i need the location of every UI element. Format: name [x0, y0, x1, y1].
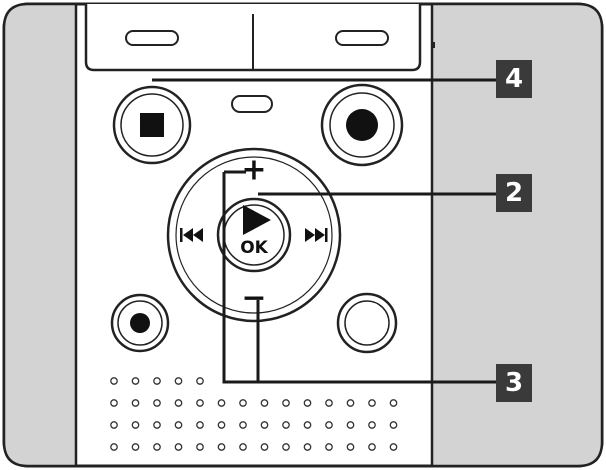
record-button[interactable] — [320, 83, 404, 167]
speaker-hole — [260, 421, 269, 429]
speaker-hole — [131, 399, 140, 407]
speaker-hole — [217, 443, 226, 451]
ok-label: OK — [240, 238, 268, 258]
right-softkey-button[interactable] — [335, 30, 389, 46]
callout-number: 2 — [505, 178, 523, 208]
left-softkey-button[interactable] — [125, 30, 179, 46]
speaker-hole — [303, 443, 312, 451]
speaker-hole — [346, 443, 355, 451]
speaker-hole — [110, 421, 118, 429]
fast-forward-button[interactable] — [305, 228, 328, 242]
speaker-hole — [325, 421, 333, 429]
speaker-hole — [260, 399, 269, 407]
speaker-hole — [389, 399, 398, 407]
speaker-hole — [346, 421, 355, 429]
speaker-hole — [325, 399, 333, 407]
speaker-hole — [174, 421, 183, 429]
speaker-hole — [260, 443, 269, 451]
speaker-hole — [196, 377, 204, 385]
speaker-hole — [131, 421, 140, 429]
right-side-panel — [430, 2, 604, 468]
leader-lines — [152, 78, 496, 384]
speaker-hole — [368, 399, 376, 407]
leader-line-3-plus — [222, 172, 496, 384]
speaker-hole — [153, 399, 161, 407]
speaker-hole — [131, 443, 140, 451]
callout-number: 4 — [505, 64, 523, 94]
small-record-dot-icon — [130, 313, 150, 333]
speaker-hole — [153, 421, 161, 429]
callout-box — [496, 60, 532, 98]
callout-box — [496, 364, 532, 402]
callout-box — [496, 174, 532, 212]
speaker-hole — [239, 443, 247, 451]
speaker-hole — [174, 377, 183, 385]
speaker-hole — [153, 443, 161, 451]
speaker-hole — [110, 443, 118, 451]
speaker-hole — [389, 443, 398, 451]
speaker-grille — [110, 377, 398, 451]
speaker-hole — [368, 421, 376, 429]
speaker-hole — [131, 377, 140, 385]
minus-button[interactable]: − — [241, 281, 266, 316]
callout-3: 3 — [496, 364, 532, 402]
speaker-hole — [282, 421, 290, 429]
speaker-hole — [282, 399, 290, 407]
speaker-hole — [196, 421, 204, 429]
speaker-hole — [217, 421, 226, 429]
plus-button[interactable]: + — [241, 153, 266, 188]
callout-4: 4 — [496, 60, 532, 98]
speaker-hole — [389, 421, 398, 429]
speaker-hole — [346, 399, 355, 407]
speaker-hole — [110, 399, 118, 407]
speaker-hole — [196, 443, 204, 451]
speaker-hole — [325, 443, 333, 451]
speaker-hole — [303, 399, 312, 407]
speaker-hole — [174, 443, 183, 451]
rewind-button[interactable] — [180, 228, 203, 242]
fast-forward-icon — [305, 228, 315, 242]
callout-number: 3 — [505, 368, 523, 398]
play-ok-button[interactable]: OK — [216, 197, 292, 273]
left-side-panel — [2, 2, 78, 468]
blank-button[interactable] — [336, 292, 398, 354]
speaker-hole — [217, 399, 226, 407]
play-icon — [243, 205, 271, 235]
indicator-mark — [432, 42, 435, 48]
speaker-hole — [282, 443, 290, 451]
speaker-hole — [196, 399, 204, 407]
speaker-hole — [174, 399, 183, 407]
speaker-hole — [239, 399, 247, 407]
callout-2: 2 — [496, 174, 532, 212]
dpad-inner-ring — [175, 156, 333, 314]
speaker-hole — [110, 377, 118, 385]
record-dot-icon — [346, 109, 378, 141]
speaker-hole — [153, 377, 161, 385]
speaker-hole — [239, 421, 247, 429]
speaker-hole — [368, 443, 376, 451]
speaker-hole — [303, 421, 312, 429]
stop-button[interactable] — [112, 85, 192, 165]
small-record-button[interactable] — [110, 293, 170, 353]
blank-circle-icon — [344, 300, 390, 346]
rewind-icon — [183, 228, 193, 242]
led-indicator — [231, 95, 273, 113]
stop-square-icon — [140, 113, 164, 137]
